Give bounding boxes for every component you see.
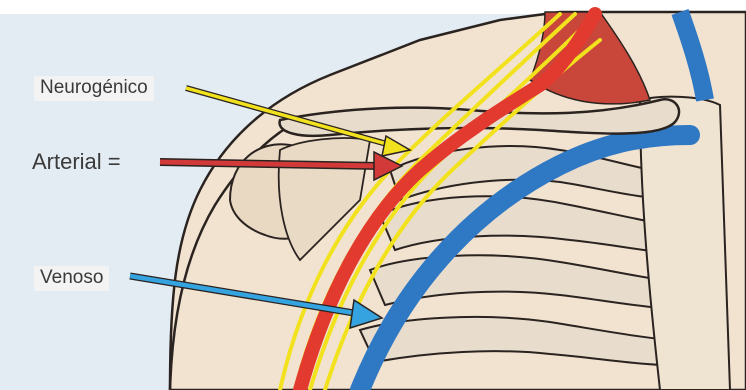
label-venous: Venoso — [34, 266, 109, 291]
label-arterial: Arterial = — [26, 148, 127, 176]
label-neurogenic: Neurogénico — [34, 76, 154, 101]
